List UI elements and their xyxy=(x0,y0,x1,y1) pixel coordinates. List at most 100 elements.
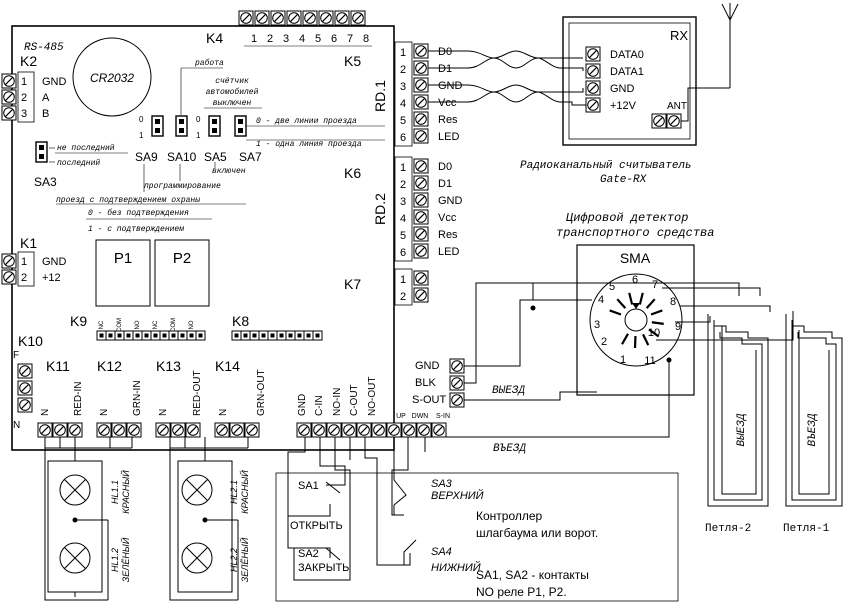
rd1-label: RD.1 xyxy=(372,80,388,112)
k7-label: K7 xyxy=(344,276,361,292)
detector-caption-1: Цифровой детектор xyxy=(566,211,688,225)
svg-text:NO-IN: NO-IN xyxy=(332,388,343,416)
svg-text:NO: NO xyxy=(135,320,141,329)
svg-text:GND: GND xyxy=(438,80,463,92)
sma-pin-11 xyxy=(621,333,629,345)
sa5-label: SA5 xyxy=(204,150,227,164)
svg-text:DATA0: DATA0 xyxy=(610,49,644,61)
k9-pin-labels: NC COM NO NC COM NO xyxy=(99,318,195,332)
sma-wires xyxy=(446,282,794,438)
sa3-limit-label: SA3 xyxy=(431,478,453,490)
svg-text:1: 1 xyxy=(21,256,27,268)
sma-socket xyxy=(589,273,683,367)
k2-label: K2 xyxy=(20,53,37,69)
rx-ant-screws xyxy=(651,113,682,129)
svg-text:N: N xyxy=(40,409,51,416)
k10-n: N xyxy=(13,420,20,431)
sa3-note-ne-posl: не последний xyxy=(57,144,115,153)
svg-text:ЗЕЛЁНЫЙ: ЗЕЛЁНЫЙ xyxy=(120,537,131,582)
svg-text:+12V: +12V xyxy=(610,100,637,112)
controller-note-2: NO реле P1, P2. xyxy=(476,585,567,599)
svg-text:S-OUT: S-OUT xyxy=(412,394,447,406)
lamp-hl21 xyxy=(181,474,213,506)
k4-screws xyxy=(238,10,366,26)
svg-text:D0: D0 xyxy=(438,46,452,58)
rx-title: RX xyxy=(670,28,688,43)
sma-pin-numbers: 1 2 3 4 5 6 7 8 9 10 11 xyxy=(594,274,681,367)
gate-screws xyxy=(296,422,447,438)
loop-2-label: ВЫЕЗД xyxy=(736,413,748,446)
svg-text:HL2.1: HL2.1 xyxy=(229,480,239,504)
svg-text:6: 6 xyxy=(400,132,406,144)
sa2-label: SA2 xyxy=(298,548,319,560)
rx-ant-label: ANT xyxy=(667,101,687,112)
sa9-one: 1 xyxy=(139,131,144,140)
svg-text:9: 9 xyxy=(675,321,681,333)
svg-text:КРАСНЫЙ: КРАСНЫЙ xyxy=(239,470,250,514)
svg-text:N: N xyxy=(218,409,229,416)
k10-f: F xyxy=(13,350,19,361)
svg-text:GND: GND xyxy=(297,394,308,416)
sa9-zero: 0 xyxy=(139,115,144,124)
sa9-jumper[interactable] xyxy=(151,115,164,137)
sa9-note-proezd: проезд с подтверждением охраны xyxy=(56,196,200,205)
jumper-note-rabota: работа xyxy=(194,59,224,68)
svg-text:8: 8 xyxy=(363,33,369,45)
rx-cable xyxy=(428,50,586,106)
svg-text:2: 2 xyxy=(601,336,607,348)
k5-screws xyxy=(413,43,429,144)
svg-text:UP: UP xyxy=(396,413,406,420)
svg-text:1: 1 xyxy=(400,162,406,174)
relay-p1 xyxy=(95,239,151,307)
sa3-jumper[interactable] xyxy=(35,141,48,163)
sa7-jumper[interactable] xyxy=(234,115,247,137)
sma-pin-ticks xyxy=(609,292,664,349)
svg-text:A: A xyxy=(42,92,50,104)
svg-text:C-IN: C-IN xyxy=(314,395,325,416)
sa5-note-vkl: включен xyxy=(212,167,246,176)
svg-text:D1: D1 xyxy=(438,178,452,190)
lamps-wiring xyxy=(44,437,249,601)
svg-text:N: N xyxy=(99,409,110,416)
sa7-note-one-line: 1 - одна линия проезда xyxy=(256,140,362,149)
svg-text:NC: NC xyxy=(153,320,159,329)
sma-pin-1 xyxy=(609,309,622,316)
lamp-hl12 xyxy=(59,542,91,574)
k2-screws xyxy=(1,73,17,121)
lamp-hl11 xyxy=(59,474,91,506)
svg-text:2: 2 xyxy=(400,179,406,191)
svg-text:2: 2 xyxy=(267,33,273,45)
svg-text:1: 1 xyxy=(400,274,406,286)
sa10-jumper[interactable] xyxy=(175,115,188,137)
sma-pin-3 xyxy=(628,292,634,305)
svg-text:1: 1 xyxy=(620,354,626,366)
rs485-label: RS-485 xyxy=(24,42,64,54)
svg-text:2: 2 xyxy=(21,92,27,104)
battery-label: CR2032 xyxy=(90,71,134,85)
loop-1-label: ВЪЕЗД xyxy=(807,413,819,446)
svg-text:+12: +12 xyxy=(42,272,61,284)
svg-text:HL2.2: HL2.2 xyxy=(229,548,239,572)
svg-text:2: 2 xyxy=(400,64,406,76)
sa5-jumper[interactable] xyxy=(208,115,221,137)
k12-label: K12 xyxy=(97,358,122,374)
relay-p1-label: P1 xyxy=(114,250,132,267)
gate-pin-labels: GND C-IN NO-IN C-OUT NO-OUT xyxy=(297,377,378,416)
svg-text:1: 1 xyxy=(400,47,406,59)
controller-title-1: Контроллер xyxy=(476,509,543,523)
svg-text:3: 3 xyxy=(21,108,27,120)
entry-wire-label: ВЪЕЗД xyxy=(493,443,526,455)
svg-text:6: 6 xyxy=(400,247,406,259)
exit-wire-label: ВЫЕЗД xyxy=(492,385,525,397)
k6-pin-numbers: 12 34 56 xyxy=(400,162,406,259)
svg-text:GRN-IN: GRN-IN xyxy=(132,380,143,416)
svg-text:GND: GND xyxy=(610,83,635,95)
sa7-label: SA7 xyxy=(239,150,262,164)
loop-1-caption: Петля-1 xyxy=(783,523,830,535)
sa1-label: SA1 xyxy=(298,480,319,492)
upper-label: ВЕРХНИЙ xyxy=(431,489,484,502)
k5-pin-numbers: 12 34 56 xyxy=(400,47,406,144)
svg-text:3: 3 xyxy=(400,196,406,208)
